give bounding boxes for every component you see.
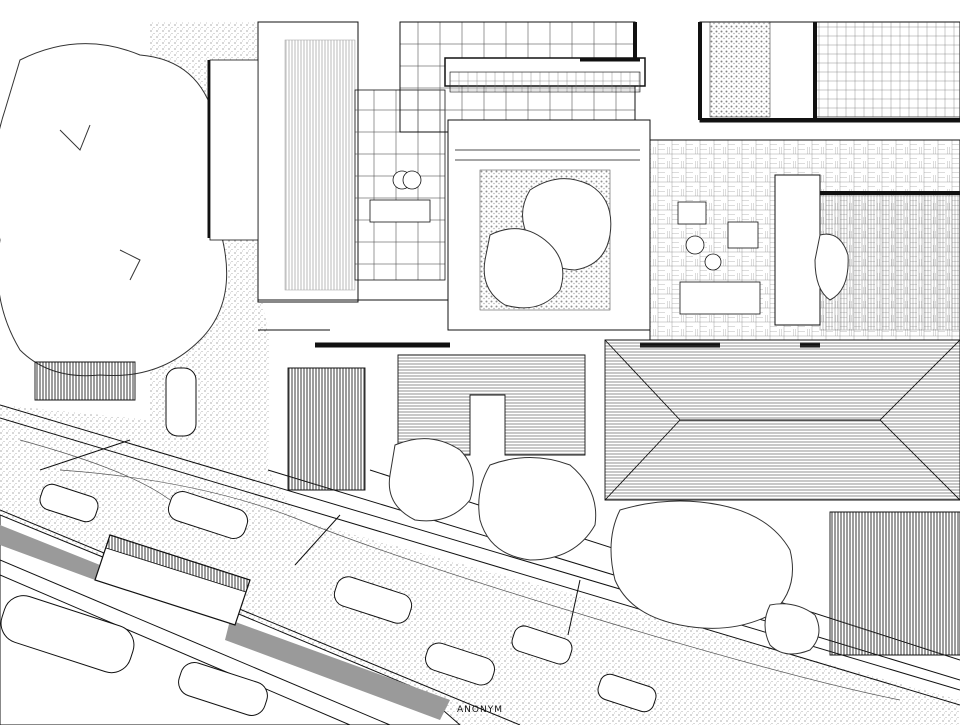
car-5 [333,576,413,624]
car-2 [167,490,249,540]
tram [94,534,251,626]
car-3 [0,595,135,674]
car-6 [425,642,495,686]
car-1 [39,483,99,523]
car-9 [165,367,197,437]
car-8 [597,673,657,713]
car-4 [178,662,268,716]
author-credit: ANONYM [457,705,503,715]
street-trees [388,233,849,655]
light-poles [39,439,581,636]
tree-large [0,43,228,377]
courtyard-trees [483,178,612,309]
building-left-wing [207,21,450,348]
building-right-wing [640,21,960,348]
cars [0,367,657,716]
car-7 [511,625,573,665]
